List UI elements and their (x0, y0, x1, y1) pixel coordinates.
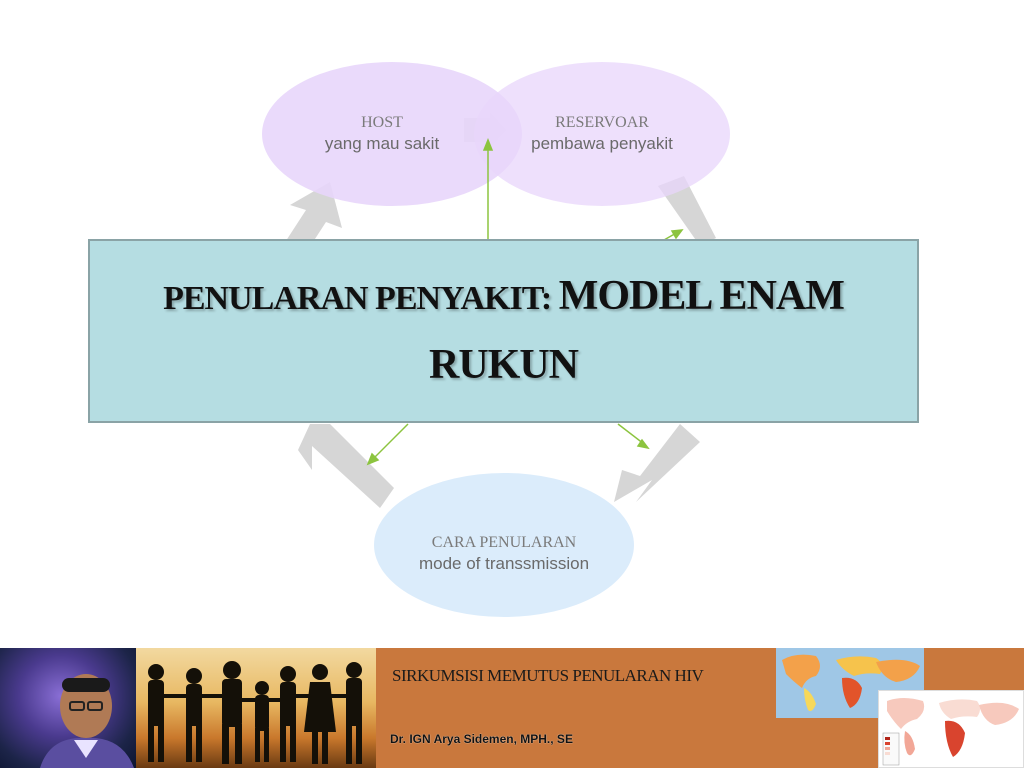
presenter-photo (0, 648, 136, 768)
cara-penularan-node: CARA PENULARAN mode of transsmission (392, 533, 616, 574)
host-ellipse (262, 62, 522, 206)
cycle-diagram (262, 62, 730, 617)
cara-penularan-key: CARA PENULARAN (431, 534, 577, 551)
footer-title: SIRKUMSISI MEMUTUS PENULARAN HIV (392, 666, 704, 685)
presenter-photo-graphic (40, 674, 134, 768)
host-value: yang mau sakit (324, 134, 440, 153)
cara-penularan-ellipse (374, 473, 634, 617)
title-box: PENULARAN PENYAKIT: MODEL ENAM RUKUN (88, 239, 919, 423)
title-part2: MODEL ENAM RUKUN (429, 272, 845, 388)
title-part1: PENULARAN PENYAKIT: (163, 279, 559, 317)
hiv-prevalence-map-graphic (882, 698, 1019, 766)
host-node: HOST yang mau sakit (282, 113, 482, 154)
green-arrows (366, 137, 684, 466)
reservoar-value: pembawa penyakit (531, 134, 673, 153)
slide-title: PENULARAN PENYAKIT: MODEL ENAM RUKUN (134, 262, 874, 401)
arrow-bottom-right (614, 424, 700, 502)
host-key: HOST (361, 114, 403, 131)
footer-bar: SIRKUMSISI MEMUTUS PENULARAN HIV Dr. IGN… (0, 648, 1024, 768)
world-map-image (776, 648, 924, 718)
hiv-prevalence-map-image (878, 690, 1024, 768)
reservoar-key: RESERVOAR (555, 114, 649, 131)
silhouettes-graphic (148, 661, 362, 764)
arrow-bottom-left (298, 424, 394, 508)
world-map-graphic (782, 654, 920, 712)
cara-penularan-value: mode of transsmission (418, 554, 590, 573)
reservoar-ellipse (474, 62, 730, 206)
silhouettes-photo (136, 648, 376, 768)
footer-author: Dr. IGN Arya Sidemen, MPH., SE (390, 732, 573, 746)
reservoar-node: RESERVOAR pembawa penyakit (492, 113, 712, 154)
